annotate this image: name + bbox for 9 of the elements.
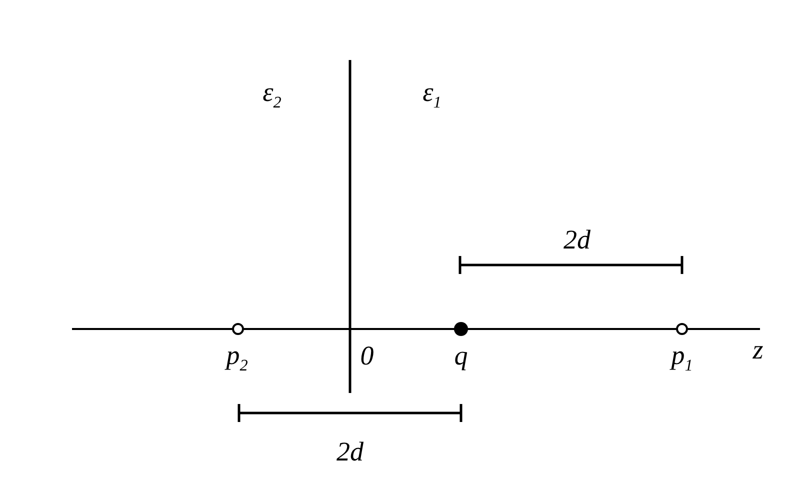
point-label: p$_{2}$ [226, 342, 248, 374]
dimension-label: 2d [564, 226, 590, 254]
dimension-label: 2d [336, 438, 364, 466]
charge-label: q [454, 342, 468, 370]
point-label: p$_{1}$ [671, 342, 693, 374]
axis-label: z [752, 336, 764, 364]
permittivity-label: ε$_{1}$ [422, 79, 442, 111]
origin-label: 0 [360, 342, 374, 370]
permittivity-label: ε$_{2}$ [262, 79, 282, 111]
